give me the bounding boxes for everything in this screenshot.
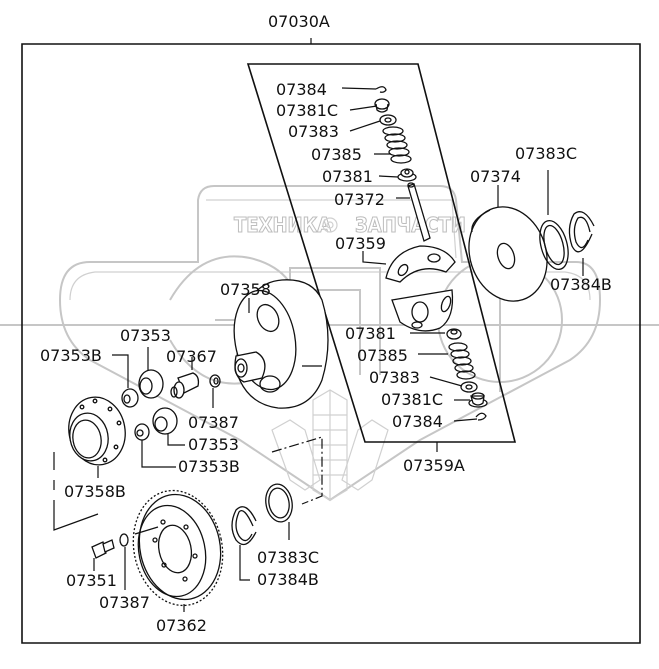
- label-07385-bottom: 07385: [357, 346, 408, 365]
- part-07358-carrier: [233, 279, 329, 409]
- part-07383-washer-top: [349, 114, 397, 132]
- assembly-frame: [21, 43, 641, 644]
- part-07367-pin: [170, 357, 200, 399]
- label-07353B-top: 07353B: [40, 346, 102, 365]
- part-07387-washer-mid: [209, 374, 221, 408]
- label-07367: 07367: [166, 347, 217, 366]
- label-07383C-right: 07383C: [515, 144, 577, 163]
- label-07030A: 07030A: [268, 12, 330, 31]
- label-07353B-bottom: 07353B: [178, 457, 240, 476]
- watermark-crystals: [271, 389, 389, 501]
- label-07359A: 07359A: [403, 456, 465, 475]
- part-07353B-bushing-bottom: [134, 423, 176, 468]
- label-07384B-bottom: 07384B: [257, 570, 319, 589]
- part-07381C-cap-bottom: [454, 392, 488, 408]
- part-07383C-ring-right: [539, 170, 569, 271]
- part-07353-bearing-bottom: [152, 407, 185, 446]
- label-07384-top: 07384: [276, 80, 327, 99]
- label-07383-top: 07383: [288, 122, 339, 141]
- label-07381-bottom: 07381: [345, 324, 396, 343]
- label-07353-bottom: 07353: [188, 435, 239, 454]
- part-07387-washer-bottom: [119, 533, 129, 590]
- guide-line-center: [271, 436, 323, 505]
- bracket-leader-left: [53, 452, 99, 531]
- part-07353B-bushing-top: [112, 354, 139, 408]
- part-07381-cap-bottom: [410, 328, 462, 340]
- part-07353-bearing-top: [138, 347, 164, 399]
- label-07358B: 07358B: [64, 482, 126, 501]
- part-07372-pin: [396, 182, 431, 242]
- label-07381C-top: 07381C: [276, 101, 338, 120]
- label-07374: 07374: [470, 167, 521, 186]
- label-07381-top: 07381: [322, 167, 373, 186]
- label-07387-bottom: 07387: [99, 593, 150, 612]
- label-07384-bottom: 07384: [392, 412, 443, 431]
- label-07351: 07351: [66, 571, 117, 590]
- watermark-shield: [58, 185, 602, 502]
- part-07385-spring-top: [374, 126, 412, 164]
- part-07385-spring-bottom: [418, 342, 476, 380]
- part-07351-bolt: [91, 539, 115, 571]
- part-07358B-flange: [68, 396, 126, 478]
- part-07384-clip-bottom: [453, 412, 487, 422]
- label-07384B-right: 07384B: [550, 275, 612, 294]
- label-07381C-bottom: 07381C: [381, 390, 443, 409]
- label-07385-top: 07385: [311, 145, 362, 164]
- label-07353-top: 07353: [120, 326, 171, 345]
- part-07384B-snapring-right: [568, 211, 595, 276]
- part-07384-clip-top: [341, 86, 387, 93]
- part-07374-disc: [468, 185, 548, 302]
- label-07383C-bottom: 07383C: [257, 548, 319, 567]
- label-07372: 07372: [334, 190, 385, 209]
- part-07381-cap-top: [378, 168, 417, 182]
- label-07359: 07359: [335, 234, 386, 253]
- label-07362: 07362: [156, 616, 207, 635]
- part-07383C-ring-bottom: [265, 483, 293, 540]
- label-07358: 07358: [220, 280, 271, 299]
- watermark-text-right: ЗАПЧАСТИ: [355, 213, 466, 237]
- label-07387-mid: 07387: [188, 413, 239, 432]
- label-07383-bottom: 07383: [369, 368, 420, 387]
- part-07383-washer-bottom: [429, 376, 478, 393]
- part-07362-gear: [132, 489, 224, 612]
- part-07359-housing: [362, 245, 456, 332]
- part-07384B-snapring-bottom: [231, 506, 257, 581]
- watermark-text-left: ТЕХНИКА: [234, 213, 331, 237]
- part-07381C-cap-top: [349, 98, 390, 113]
- gear-icon: [322, 217, 338, 233]
